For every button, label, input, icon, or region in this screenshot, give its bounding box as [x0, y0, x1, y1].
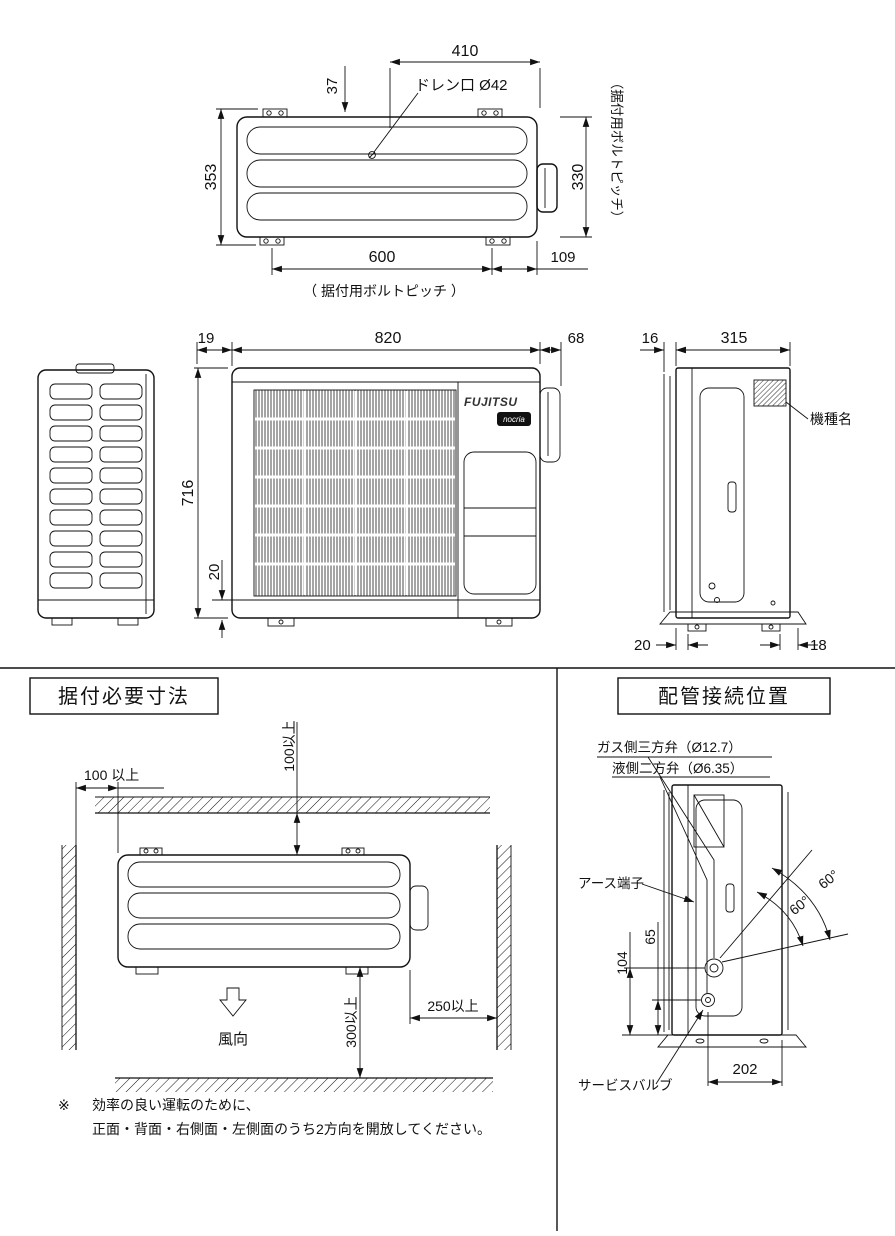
louver-slots	[49, 383, 143, 589]
top-view: 410 37 ドレン口 Ø42 353 330 （据付用ボルトピッチ） 600 …	[203, 43, 624, 299]
dim-109: 109	[550, 249, 575, 266]
front-view: FUJITSU nocria	[231, 367, 561, 627]
model-name-label: 機種名	[810, 411, 852, 427]
grille-col-gaps	[303, 391, 409, 595]
angle-outer: 60°	[815, 866, 842, 892]
dim-20-foot: 20	[634, 637, 651, 654]
drain-port	[368, 92, 419, 159]
piping-base-plate	[657, 1034, 807, 1048]
dim-37: 37	[324, 78, 341, 95]
piping-title-box	[617, 677, 831, 715]
right-side-view: 機種名	[659, 367, 852, 632]
valve-cover	[699, 387, 745, 603]
installation-section: 据付必要寸法	[29, 677, 512, 1137]
left-side-view	[37, 363, 155, 626]
dim-410: 410	[452, 43, 479, 60]
wind-arrow-icon	[219, 987, 247, 1017]
dim-65: 65	[642, 929, 658, 945]
dim-202: 202	[732, 1061, 757, 1078]
gas-valve-label: ガス側三方弁（Ø12.7）	[597, 740, 742, 755]
installation-title: 据付必要寸法	[58, 685, 190, 708]
dim-20-base: 20	[206, 564, 223, 581]
dim-68: 68	[568, 330, 585, 347]
clearance-bottom: 300以上	[343, 996, 359, 1047]
unit-top-view-small	[117, 847, 429, 975]
dim-820: 820	[375, 330, 402, 347]
installation-title-box	[29, 677, 219, 715]
swing-arc-outer	[771, 867, 831, 941]
angle-inner: 60°	[786, 892, 813, 918]
dim-716: 716	[180, 480, 197, 507]
top-view-slots	[246, 126, 528, 221]
gas-valve	[704, 958, 724, 978]
clearance-top: 100以上	[281, 720, 297, 771]
piping-section: 配管接続位置 ガス側三方弁（Ø12.7） 液側二方弁（Ø6.35）	[578, 677, 849, 1093]
unit-side-view-piping	[657, 784, 807, 1048]
swing-arc-inner	[756, 891, 804, 947]
clearance-left: 100 以上	[84, 767, 139, 783]
piping-title: 配管接続位置	[658, 685, 790, 708]
cover-handle	[727, 481, 737, 513]
wind-direction-label: 風向	[218, 1031, 248, 1048]
pipe-cover-front	[539, 387, 561, 463]
dim-104: 104	[614, 951, 630, 975]
liquid-valve-label: 液側二方弁（Ø6.35）	[612, 761, 743, 776]
brand-logo: FUJITSU	[464, 395, 518, 409]
model-name-plate	[753, 379, 787, 407]
side-panel	[463, 451, 537, 595]
dim-19: 19	[198, 330, 215, 347]
dim-315: 315	[721, 330, 748, 347]
earth-terminal-label: アース端子	[578, 876, 644, 891]
mounting-brackets-top	[259, 108, 511, 246]
dim-600: 600	[369, 249, 396, 266]
liquid-valve-leader	[659, 776, 708, 993]
dim-353: 353	[203, 164, 220, 191]
dim-330: 330	[570, 164, 587, 191]
pipe-cover-top	[536, 163, 558, 213]
service-valve-label: サービスバルブ	[578, 1077, 673, 1093]
bolt-pitch-side-label: （据付用ボルトピッチ）	[609, 76, 624, 225]
middle-dimensions: 19 820 68 16 315 716 20 20 18	[180, 330, 827, 654]
dim-18-foot: 18	[810, 637, 827, 654]
drain-label: ドレン口 Ø42	[415, 77, 508, 94]
liquid-valve	[701, 993, 715, 1007]
note-mark: ※	[58, 1097, 70, 1113]
brand-badge	[497, 412, 531, 426]
base-plate	[659, 611, 807, 625]
note-line2: 正面・背面・右側面・左側面のうち2方向を開放してください。	[92, 1121, 491, 1137]
bolt-pitch-bottom-label: （ 据付用ボルトピッチ ）	[303, 283, 465, 299]
walls	[61, 796, 512, 1092]
note-line1: 効率の良い運転のために、	[92, 1097, 260, 1113]
brand-badge-text: nocria	[503, 415, 525, 424]
clearance-right: 250以上	[427, 998, 478, 1014]
gas-valve-leader	[647, 756, 715, 958]
dim-16: 16	[642, 330, 659, 347]
